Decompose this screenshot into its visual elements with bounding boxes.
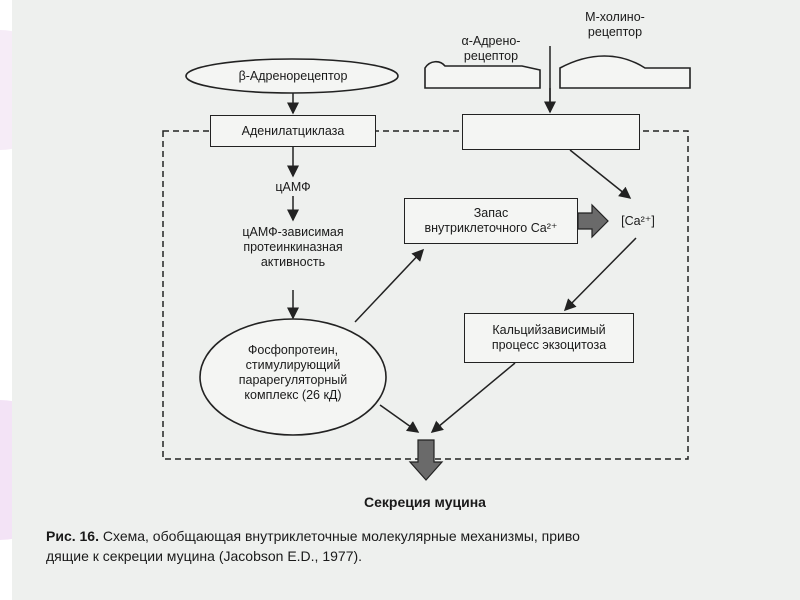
exocytosis-line-1: Кальцийзависимый: [492, 323, 606, 337]
calcium-store-line-1: Запас: [473, 206, 509, 220]
m-receptor-line-2: рецептор: [587, 25, 643, 39]
caption-text-1: Схема, обобщающая внутриклеточные молеку…: [102, 528, 580, 544]
m-receptor-shape: [559, 55, 691, 89]
phosphoprotein-line-1: Фосфопротеин,: [247, 343, 339, 357]
adenylate-cyclase-box: Аденилатциклаза: [210, 115, 376, 147]
beta-receptor-label: β-Адренорецептор: [238, 69, 348, 83]
phosphoprotein-line-3: парарегуляторный: [238, 373, 348, 387]
alpha-receptor-line-1: α-Адрено-: [461, 34, 521, 48]
alpha-receptor-shape: [424, 60, 541, 89]
protein-kinase-line-3: активность: [260, 255, 326, 269]
beta-receptor-shape: [185, 58, 399, 94]
m-receptor-label: М-холино- рецептор: [560, 10, 670, 40]
phosphoprotein-line-4: комплекс (26 кД): [244, 388, 342, 402]
unlabeled-enzyme-box: [462, 114, 640, 150]
calcium-store-box: Запас внутриклеточного Ca²⁺: [404, 198, 578, 244]
store-to-calcium-arrow: [577, 203, 609, 239]
alpha-receptor-line-2: рецептор: [463, 49, 519, 63]
phosphoprotein-label: Фосфопротеин, стимулирующий парарегулято…: [213, 343, 373, 403]
alpha-receptor-label: α-Адрено- рецептор: [436, 34, 546, 64]
camp-label: цАМФ: [275, 180, 311, 194]
exocytosis-line-2: процесс экзоцитоза: [491, 338, 607, 352]
caption-text-2: дящие к секреции муцина (Jacobson E.D., …: [46, 548, 363, 564]
m-receptor-line-1: М-холино-: [585, 10, 645, 24]
caption-figure-number: Рис. 16.: [46, 528, 99, 544]
adenylate-cyclase-label: Аденилатциклаза: [241, 123, 345, 138]
protein-kinase-line-1: цАМФ-зависимая: [242, 225, 344, 239]
protein-kinase-line-2: протеинкиназная: [243, 240, 343, 254]
secretion-arrow: [408, 439, 444, 481]
figure-caption: Рис. 16. Схема, обобщающая внутриклеточн…: [46, 526, 796, 566]
mucin-secretion-label: Секреция муцина: [364, 494, 486, 510]
calcium-store-line-2: внутриклеточного Ca²⁺: [424, 221, 558, 235]
book-page: [12, 0, 800, 600]
exocytosis-box: Кальцийзависимый процесс экзоцитоза: [464, 313, 634, 363]
protein-kinase-label: цАМФ-зависимая протеинкиназная активност…: [213, 225, 373, 270]
phosphoprotein-line-2: стимулирующий: [245, 358, 341, 372]
calcium-ion-label: [Ca²⁺]: [621, 214, 655, 228]
phosphoprotein-shape: [199, 318, 387, 436]
caption-line-1: Рис. 16. Схема, обобщающая внутриклеточн…: [46, 526, 796, 546]
